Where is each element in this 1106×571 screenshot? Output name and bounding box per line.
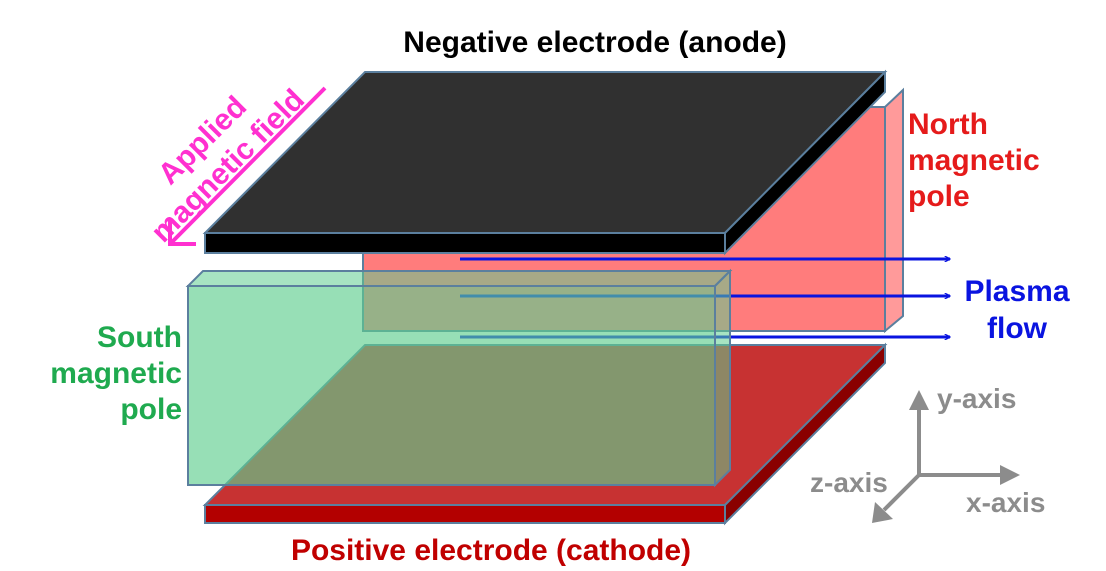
- north-label-line1: North: [908, 108, 988, 141]
- south-pole-label: South magnetic pole: [50, 321, 182, 426]
- x-axis-label: x-axis: [966, 487, 1045, 518]
- north-pole-label: North magnetic pole: [908, 108, 1040, 213]
- south-pole-front-face: [187, 285, 716, 486]
- negative-electrode-plate: [202, 69, 888, 256]
- z-axis-arrow: [882, 473, 921, 512]
- anode-side-face: [724, 69, 886, 256]
- north-label-line2: magnetic: [908, 144, 1040, 177]
- south-magnetic-pole-block: [185, 268, 733, 488]
- plasma-label-line1: Plasma: [964, 275, 1069, 308]
- south-label-line1: South: [97, 321, 182, 354]
- cathode-side-face: [724, 342, 886, 526]
- south-pole-side-face: [714, 268, 731, 488]
- north-pole-side-face: [884, 87, 904, 334]
- negative-electrode-label: Negative electrode (anode): [403, 26, 786, 59]
- south-pole-top-face: [185, 270, 733, 287]
- cathode-front-face: [204, 504, 726, 524]
- north-label-line3: pole: [908, 180, 970, 213]
- applied-field-arrow: [168, 86, 327, 246]
- anode-front-face: [204, 232, 726, 254]
- plasma-flow-label: Plasma flow: [964, 275, 1069, 345]
- plasma-label-line2: flow: [987, 312, 1048, 345]
- positive-electrode-label: Positive electrode (cathode): [291, 534, 691, 567]
- south-label-line3: pole: [120, 393, 182, 426]
- south-label-line2: magnetic: [50, 357, 182, 390]
- axes-legend: y-axis z-axis x-axis: [810, 383, 1045, 523]
- z-axis-label: z-axis: [810, 467, 888, 498]
- y-axis-label: y-axis: [937, 383, 1016, 414]
